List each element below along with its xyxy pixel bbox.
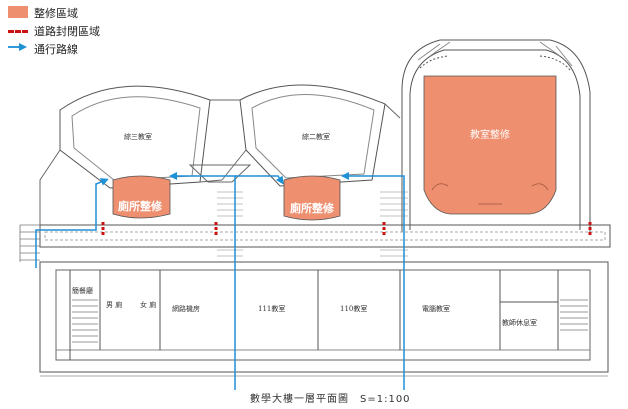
room-110: 110教室: [340, 305, 368, 313]
plan-caption: 數學大樓一層平面圖 S=1:100: [250, 394, 411, 405]
renovation-label-wc-right: 廁所整修: [290, 202, 334, 215]
renovation-wc-left: [112, 175, 171, 219]
room-111: 111教室: [258, 305, 286, 313]
walking-routes: [35, 172, 405, 390]
auditorium-outline: [401, 39, 591, 232]
renovation-label-wc-left: 廁所整修: [118, 200, 162, 213]
renovation-classroom: [423, 75, 557, 215]
legend-label: 通行路線: [34, 43, 78, 56]
room-lecture-3: 綜三教室: [124, 133, 152, 141]
room-network: 網路機房: [172, 305, 200, 313]
room-wc-women: 女 廁: [140, 301, 157, 309]
room-lecture-2: 綜二教室: [302, 133, 330, 141]
legend-label: 整修區域: [34, 7, 78, 20]
renovation-label-classroom: 教室整修: [470, 130, 510, 141]
stairs-right: [560, 299, 588, 331]
renovation-wc-right: [283, 175, 341, 221]
road-closures: [101, 222, 592, 236]
legend-renovation-swatch: [8, 6, 28, 18]
room-cafeteria: 簡餐廳: [72, 287, 93, 295]
room-lounge: 教師休息室: [502, 319, 537, 327]
room-wc-men: 男 廁: [106, 301, 123, 309]
stairs-left: [72, 299, 98, 343]
room-computer: 電腦教室: [422, 305, 450, 313]
legend-closure-swatch: [8, 30, 28, 33]
main-building: [39, 224, 611, 377]
stairs-upper-left: [217, 191, 243, 257]
legend-label: 道路封閉區域: [34, 25, 100, 38]
